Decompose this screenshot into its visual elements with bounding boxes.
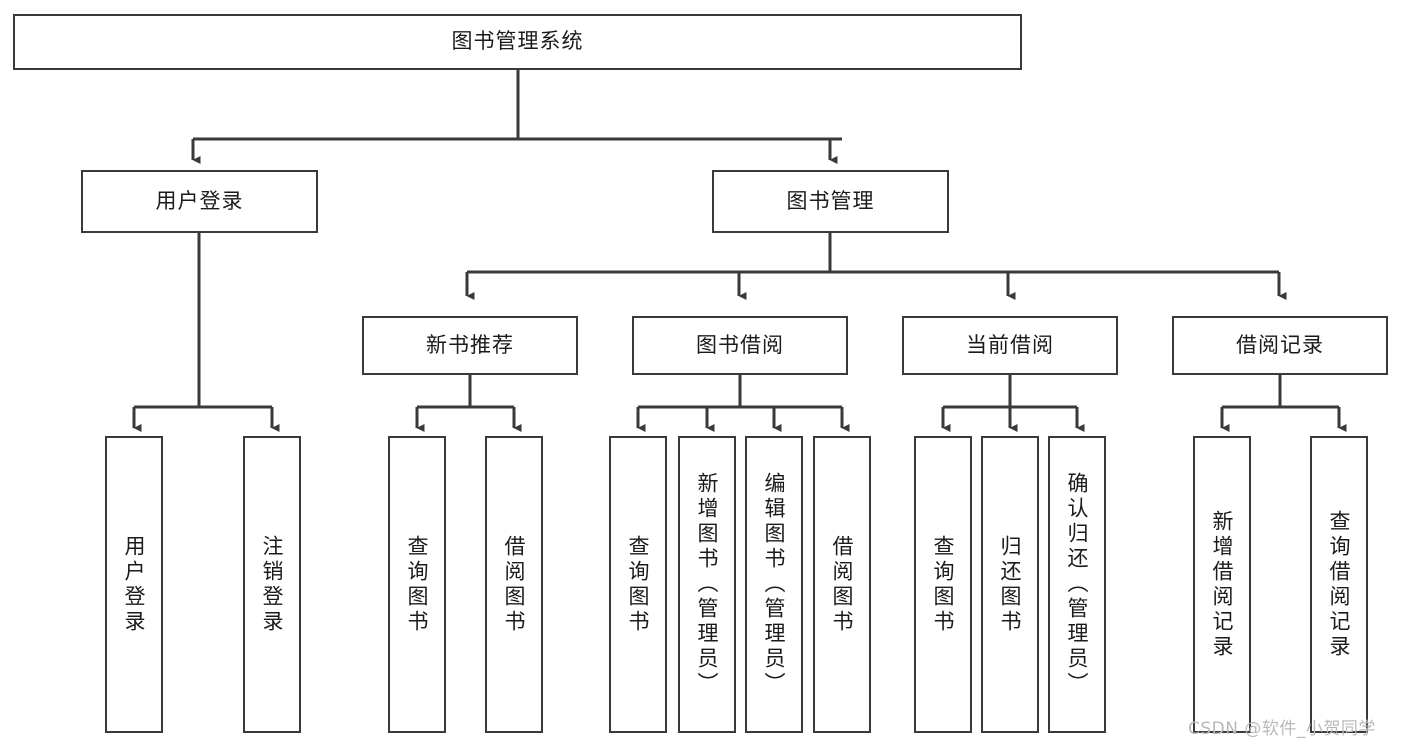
leaf-user-login-signout[interactable]: 注销登录 [243, 436, 301, 733]
leaf-new-book-query[interactable]: 查询图书 [388, 436, 446, 733]
leaf-current-return-book[interactable]: 归还图书 [981, 436, 1039, 733]
leaf-user-login-signin[interactable]: 用户登录 [105, 436, 163, 733]
edges-current-to-leaves [941, 375, 1085, 432]
node-book-management[interactable]: 图书管理 [712, 170, 949, 233]
node-book-borrow[interactable]: 图书借阅 [632, 316, 848, 375]
leaf-current-query-book[interactable]: 查询图书 [914, 436, 972, 733]
node-borrow-record[interactable]: 借阅记录 [1172, 316, 1388, 375]
node-label: 图书管理 [786, 188, 875, 213]
node-label: 编辑图书（管理员） [762, 472, 787, 697]
leaf-record-query[interactable]: 查询借阅记录 [1310, 436, 1368, 733]
node-label: 查询图书 [931, 534, 956, 635]
node-label: 归还图书 [998, 534, 1023, 635]
watermark-text: CSDN @软件_小贺同学 [1188, 719, 1376, 739]
node-root-system[interactable]: 图书管理系统 [13, 14, 1022, 70]
edges-root-to-level2 [191, 70, 842, 164]
edges-new-book-to-leaves [415, 375, 522, 432]
leaf-borrow-query-book[interactable]: 查询图书 [609, 436, 667, 733]
node-current-borrow[interactable]: 当前借阅 [902, 316, 1118, 375]
node-label: 当前借阅 [966, 332, 1054, 357]
edges-record-to-leaves [1220, 375, 1347, 432]
edges-user-login-to-leaves [132, 233, 280, 432]
edges-book-mgmt-to-level3 [465, 233, 1287, 300]
leaf-new-book-borrow[interactable]: 借阅图书 [485, 436, 543, 733]
leaf-borrow-borrow-book[interactable]: 借阅图书 [813, 436, 871, 733]
node-label: 用户登录 [155, 188, 244, 213]
node-new-book-recommend[interactable]: 新书推荐 [362, 316, 578, 375]
node-label: 借阅图书 [830, 534, 855, 635]
node-label: 图书管理系统 [451, 29, 584, 54]
node-label: 注销登录 [260, 534, 285, 635]
node-label: 新书推荐 [426, 332, 514, 357]
leaf-record-add[interactable]: 新增借阅记录 [1193, 436, 1251, 733]
node-label: 查询借阅记录 [1327, 509, 1352, 660]
node-label: 借阅图书 [502, 534, 527, 635]
leaf-current-confirm-return-admin[interactable]: 确认归还（管理员） [1048, 436, 1106, 733]
node-user-login[interactable]: 用户登录 [81, 170, 318, 233]
edges-borrow-to-leaves [636, 375, 850, 432]
node-label: 借阅记录 [1236, 332, 1324, 357]
node-label: 查询图书 [626, 534, 651, 635]
leaf-borrow-add-book-admin[interactable]: 新增图书（管理员） [678, 436, 736, 733]
node-label: 新增借阅记录 [1210, 509, 1235, 660]
node-label: 查询图书 [405, 534, 430, 635]
node-label: 图书借阅 [696, 332, 784, 357]
node-label: 用户登录 [122, 534, 147, 635]
node-label: 确认归还（管理员） [1065, 472, 1090, 697]
node-label: 新增图书（管理员） [695, 472, 720, 697]
leaf-borrow-edit-book-admin[interactable]: 编辑图书（管理员） [745, 436, 803, 733]
